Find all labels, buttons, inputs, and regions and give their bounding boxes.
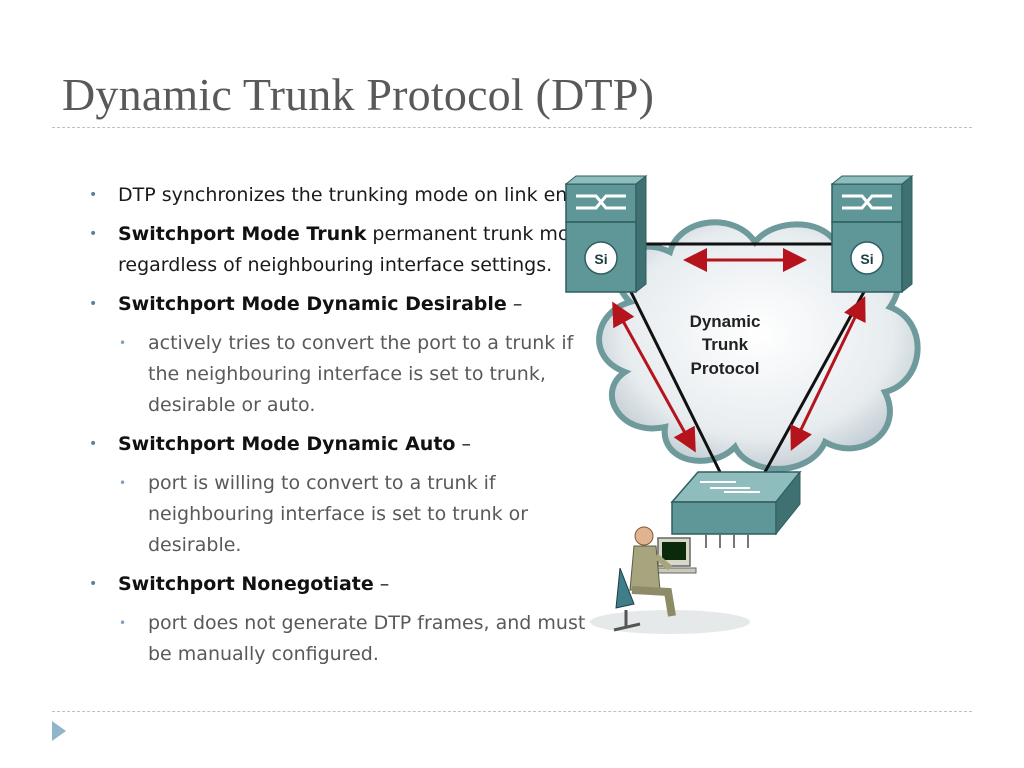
bullet-icon: •: [119, 476, 127, 490]
list-item: • Switchport Mode Dynamic Desirable –: [86, 289, 606, 320]
list-item: • Switchport Mode Dynamic Auto –: [86, 429, 606, 460]
bullet-bold: Switchport Mode Dynamic Desirable: [118, 293, 507, 315]
user-at-workstation-icon: [590, 526, 750, 634]
bullet-text: –: [455, 433, 472, 455]
bullet-text: –: [506, 293, 523, 315]
cloud-label-line2: Trunk: [702, 335, 749, 354]
list-item: • Switchport Nonegotiate –: [86, 569, 606, 600]
switch-cross-arrows-icon: [842, 194, 892, 210]
bullet-icon: •: [89, 296, 98, 312]
bullet-text: permanent trunk mode, regardless of neig…: [118, 223, 600, 276]
bullet-text: port does not generate DTP frames, and m…: [148, 612, 586, 665]
dtp-diagram: Dynamic Trunk Protocol Si Si: [560, 172, 940, 652]
bullet-icon: •: [89, 436, 98, 452]
dtp-arrow-left: [612, 301, 696, 453]
cloud-label-line3: Protocol: [691, 359, 760, 378]
bullet-list: • DTP synchronizes the trunking mode on …: [86, 180, 606, 678]
switch-cross-arrows-icon: [576, 194, 626, 210]
dtp-arrow-right: [790, 296, 866, 451]
bullet-text: port is willing to convert to a trunk if…: [148, 472, 529, 556]
bullet-text: actively tries to convert the port to a …: [148, 332, 574, 416]
router-star-icon: [850, 241, 884, 275]
bullet-bold: Switchport Mode Dynamic Auto: [118, 433, 456, 455]
bullet-text: DTP synchronizes the trunking mode on li…: [118, 184, 590, 206]
bullet-bold: Switchport Nonegotiate: [118, 573, 374, 595]
access-switch-bottom: [670, 470, 802, 548]
switch-label-right: Si: [860, 251, 873, 267]
list-item: • port does not generate DTP frames, and…: [86, 608, 606, 670]
switch-label-left: Si: [594, 251, 607, 267]
bullet-icon: •: [89, 226, 98, 242]
bullet-text: –: [373, 573, 390, 595]
list-item: • actively tries to convert the port to …: [86, 328, 606, 421]
multilayer-switch-left: Si: [564, 174, 648, 294]
bullet-icon: •: [89, 187, 98, 203]
bullet-icon: •: [89, 576, 98, 592]
list-item: • Switchport Mode Trunk permanent trunk …: [86, 219, 606, 281]
list-item: • DTP synchronizes the trunking mode on …: [86, 180, 606, 211]
multilayer-switch-right: Si: [830, 174, 914, 294]
footer-divider: [52, 711, 972, 712]
bullet-icon: •: [119, 336, 127, 350]
list-item: • port is willing to convert to a trunk …: [86, 468, 606, 561]
slide-title: Dynamic Trunk Protocol (DTP): [62, 69, 655, 120]
switch-arrows-icon: [700, 481, 760, 493]
bullet-bold: Switchport Mode Trunk: [118, 223, 367, 245]
play-triangle-icon: [52, 721, 66, 741]
bullet-icon: •: [119, 616, 127, 630]
cloud-label-line1: Dynamic: [690, 312, 761, 331]
router-star-icon: [584, 241, 618, 275]
dtp-diagram-svg: Dynamic Trunk Protocol Si Si: [564, 174, 921, 634]
title-divider: [52, 127, 972, 128]
